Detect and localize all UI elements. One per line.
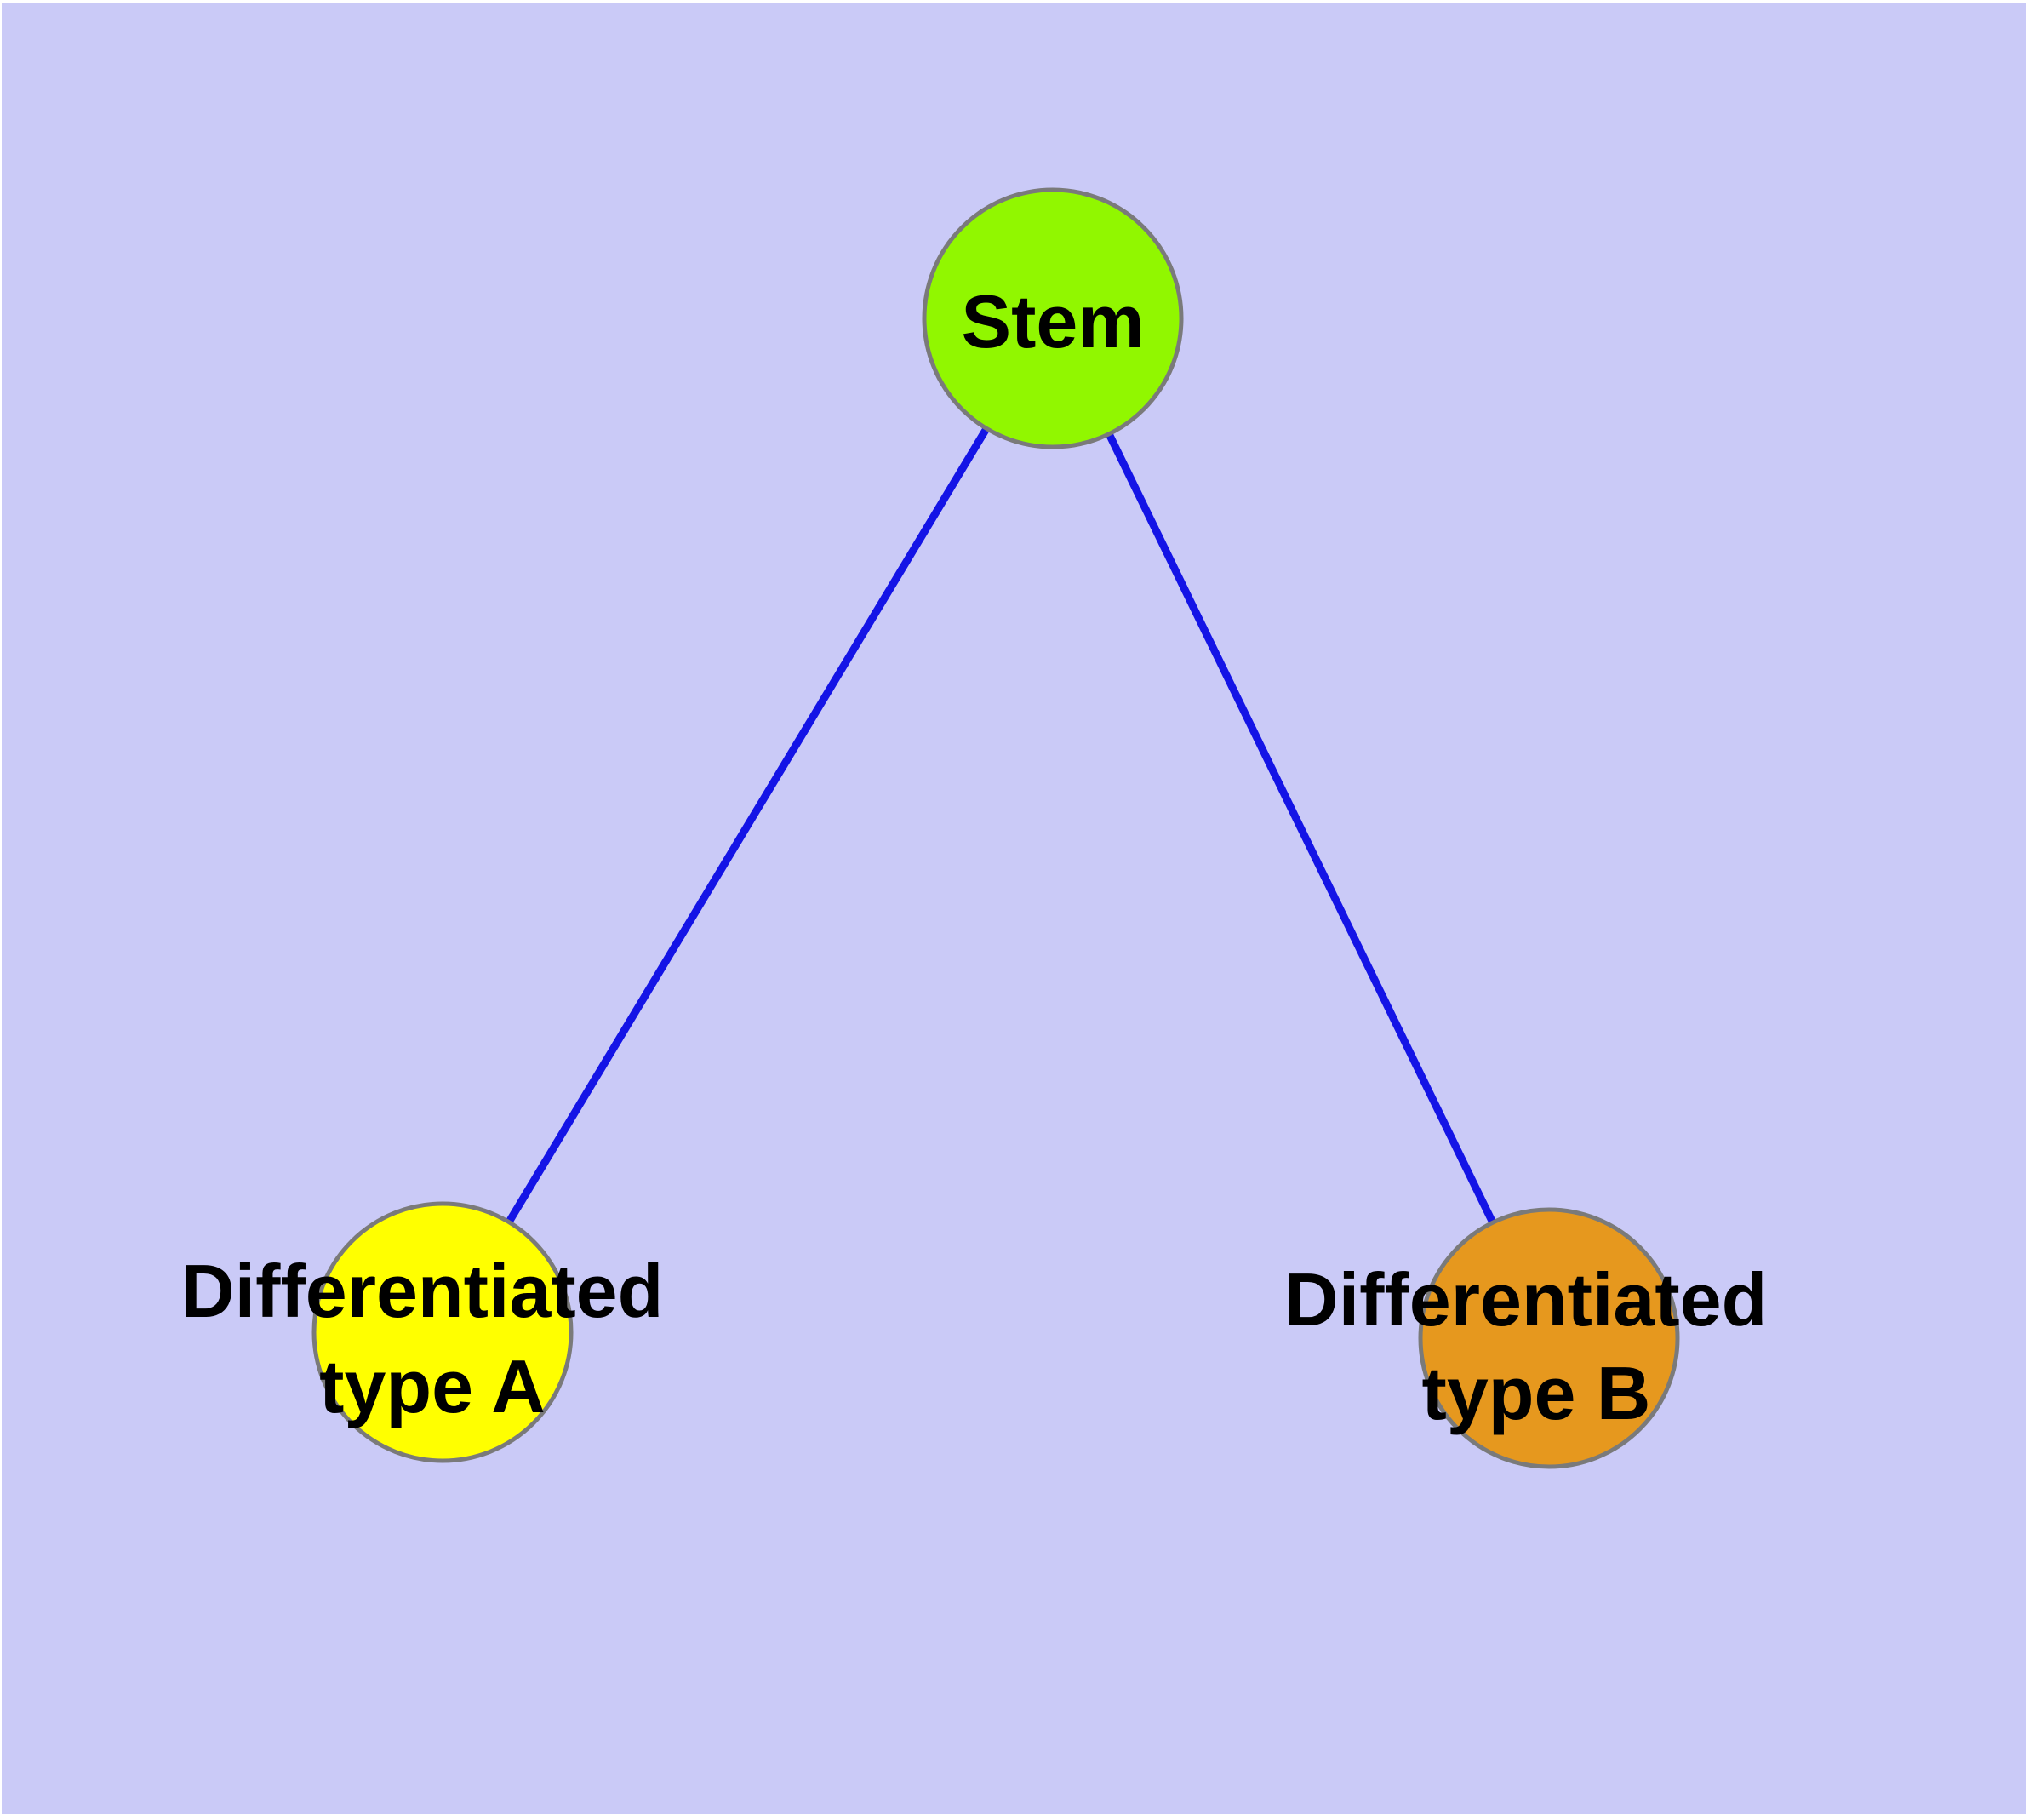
- stem-node-circle: [922, 187, 1184, 449]
- type-b-node-circle: [1418, 1207, 1680, 1469]
- type-a-node-label: Differentiated type A: [180, 1249, 684, 1428]
- stem-node-label: Stem: [961, 279, 1144, 363]
- type-a-node-circle: [311, 1201, 574, 1463]
- edge-stem-to-type-a: [439, 316, 1056, 1335]
- type-b-label-line-2: type B: [1422, 1351, 1651, 1435]
- type-a-label-line-2: type A: [319, 1344, 546, 1428]
- type-b-label-line-1: Differentiated: [1284, 1257, 1767, 1342]
- edge-stem-to-type-b: [1049, 317, 1553, 1340]
- type-a-label-line-1: Differentiated: [180, 1249, 663, 1333]
- type-b-node-label: Differentiated type B: [1284, 1257, 1788, 1435]
